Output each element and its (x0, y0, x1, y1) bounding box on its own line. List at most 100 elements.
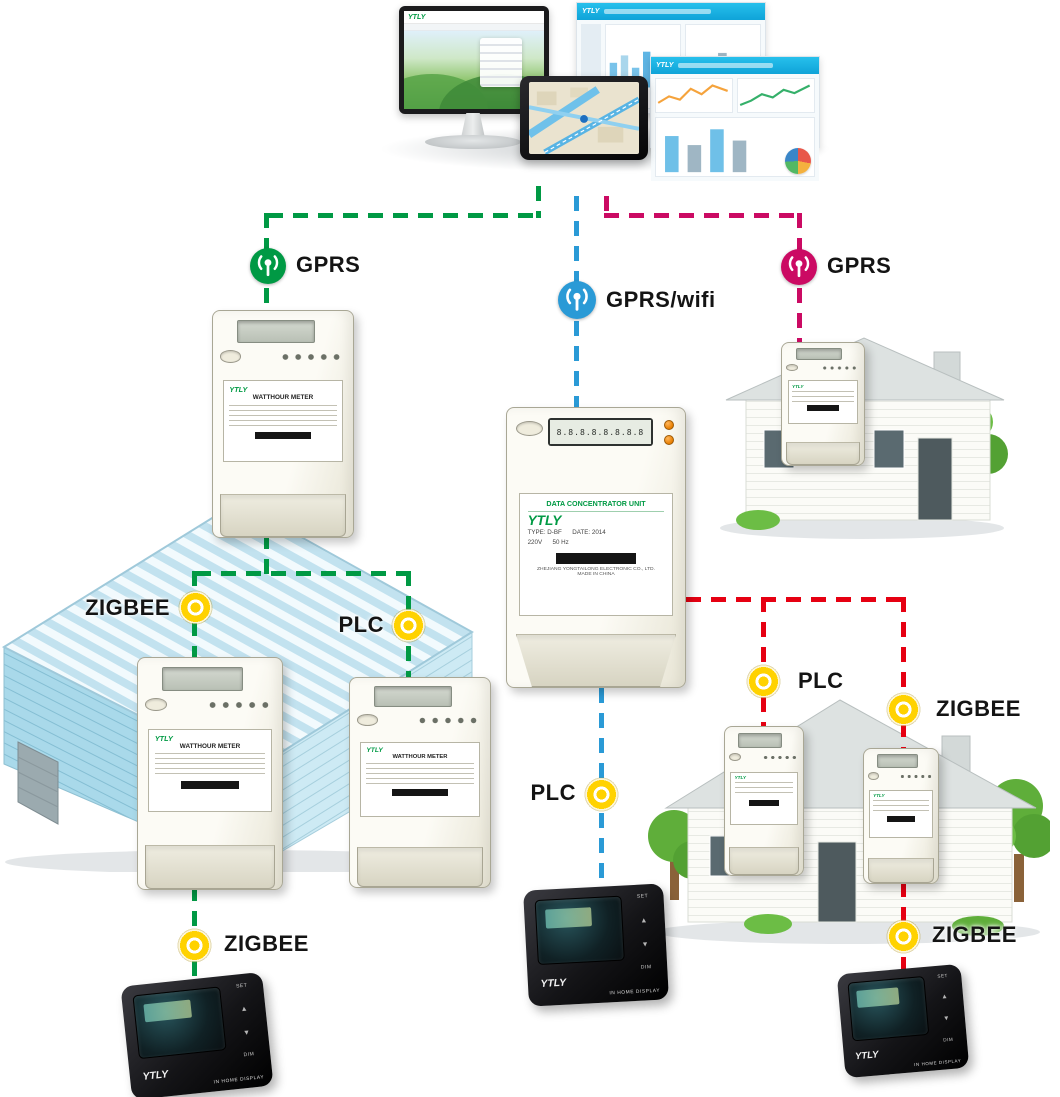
link-zigbee-house (901, 597, 906, 752)
meter-ir-port (357, 714, 378, 726)
concentrator-ir-port (515, 421, 543, 437)
meter-title: WATTHOUR METER (179, 743, 241, 751)
monitor-base (425, 135, 521, 149)
ihd-screen (132, 986, 228, 1060)
ihd-title: IN HOME DISPLAY (213, 1075, 265, 1086)
house-shadow (720, 517, 1004, 539)
ihd-down-button: ▼ (242, 1027, 251, 1038)
watthour-meter-wall: YTLY (781, 342, 865, 466)
concentrator-spec-line: 220V 50 Hz (527, 538, 569, 546)
concentrator-spec-line: TYPE: D-BF DATE: 2014 (527, 528, 606, 536)
dashboard-title-bar (678, 63, 774, 68)
ihd-set-button: SET (937, 973, 949, 980)
meter-lcd (162, 667, 244, 691)
monitor-brand: YTLY (408, 13, 426, 21)
meter-barcode (806, 405, 840, 412)
meter-terminal-cover (728, 846, 800, 875)
meter-spec-text (154, 753, 266, 777)
window (873, 429, 905, 469)
ihd-up-button: ▲ (240, 1003, 249, 1014)
ihd-down-button: ▼ (942, 1015, 950, 1023)
led-digits: 8.8.8.8.8.8.8.8 (549, 420, 651, 445)
meter-brand: YTLY (154, 734, 173, 744)
concentrator-title: DATA CONCENTRATOR UNIT (527, 500, 665, 512)
link-house-bus (686, 597, 906, 602)
meter-barcode (886, 815, 916, 822)
meter-ir-port (867, 772, 879, 780)
meter-nameplate: YTLY (869, 789, 933, 839)
meter-buttons (898, 773, 933, 779)
monitor-stand (461, 113, 485, 137)
pie-chart-thumbnail (785, 148, 811, 175)
ihd-brand: YTLY (854, 1049, 879, 1063)
ihd-title: IN HOME DISPLAY (913, 1057, 962, 1067)
ihd-dim-button: DIM (640, 963, 652, 971)
gprs-antenna-icon (781, 249, 817, 285)
meter-ir-port (786, 364, 799, 371)
bush (736, 510, 780, 530)
plc-node-icon (745, 663, 782, 700)
line-chart-thumbnail (655, 78, 733, 113)
meter-body (350, 817, 490, 847)
link-gprs-right (604, 213, 802, 218)
ihd-set-button: SET (636, 893, 649, 901)
label-zigbee-bottom-left: ZIGBEE (224, 931, 309, 956)
dashboard-header: YTLY (577, 3, 765, 20)
meter-lcd (795, 347, 842, 361)
label-gprs-wifi: GPRS/wifi (606, 287, 716, 312)
dashboard-brand: YTLY (656, 62, 674, 69)
watthour-meter: YTLY WATTHOUR METER (349, 677, 491, 888)
ihd-up-button: ▲ (940, 993, 949, 1001)
dashboard-brand: YTLY (582, 8, 600, 15)
ihd-down-button: ▼ (641, 939, 649, 949)
house-roof (725, 337, 1005, 401)
meter-lcd (876, 754, 919, 768)
meter-barcode (181, 781, 239, 789)
label-zigbee-house: ZIGBEE (936, 696, 1021, 721)
line-chart-thumbnail (737, 78, 815, 113)
concentrator-origin: MADE IN CHINA (577, 572, 615, 578)
meter-barcode (748, 799, 780, 806)
monitor-app-header: YTLY (404, 11, 544, 24)
map-graphic (529, 83, 639, 154)
zigbee-node-icon (885, 918, 922, 955)
concentrator-terminal-cover (515, 634, 677, 687)
label-gprs-left: GPRS (296, 252, 361, 277)
gprs-wifi-antenna-icon (558, 281, 596, 319)
meter-barcode (392, 788, 448, 796)
watthour-meter: YTLY WATTHOUR METER (137, 657, 283, 890)
ihd-brand: YTLY (540, 977, 567, 990)
meter-body (725, 825, 803, 846)
meter-lcd (236, 319, 316, 343)
concentrator-led-display: 8.8.8.8.8.8.8.8 (547, 418, 653, 447)
concentrator-nameplate: DATA CONCENTRATOR UNIT YTLY TYPE: D-BF D… (519, 493, 673, 617)
ihd-screen (847, 976, 930, 1042)
plc-node-icon (583, 776, 620, 813)
meter-title: WATTHOUR METER (392, 754, 448, 761)
label-plc-center: PLC (530, 780, 576, 805)
meter-brand: YTLY (792, 383, 804, 389)
in-home-display: SET ▲ ▼ DIM YTLY IN HOME DISPLAY (523, 883, 669, 1007)
meter-spec-text (229, 404, 337, 428)
door (817, 841, 857, 923)
in-home-display: SET ▲ ▼ DIM YTLY IN HOME DISPLAY (836, 963, 970, 1079)
ihd-up-button: ▲ (639, 915, 648, 925)
label-gprs-right: GPRS (827, 253, 892, 278)
meter-barcode (255, 432, 311, 440)
meter-buttons (820, 365, 859, 371)
door (917, 437, 953, 521)
meter-lcd (373, 686, 453, 708)
tablet-device (520, 76, 648, 160)
zigbee-node-icon (176, 927, 213, 964)
ihd-brand: YTLY (142, 1069, 169, 1083)
dashboard-header: YTLY (651, 57, 819, 74)
dashboard-screen-front: YTLY (650, 56, 820, 182)
meter-spec-text (366, 763, 474, 785)
meter-lcd (738, 732, 782, 748)
monitor-login-card (479, 38, 522, 88)
concentrator-brand: YTLY (527, 512, 562, 528)
ihd-title: IN HOME DISPLAY (609, 988, 661, 997)
meter-spec-text (734, 782, 794, 798)
link-warehouse-bus (196, 571, 412, 576)
dashboard-title-bar (604, 9, 712, 14)
